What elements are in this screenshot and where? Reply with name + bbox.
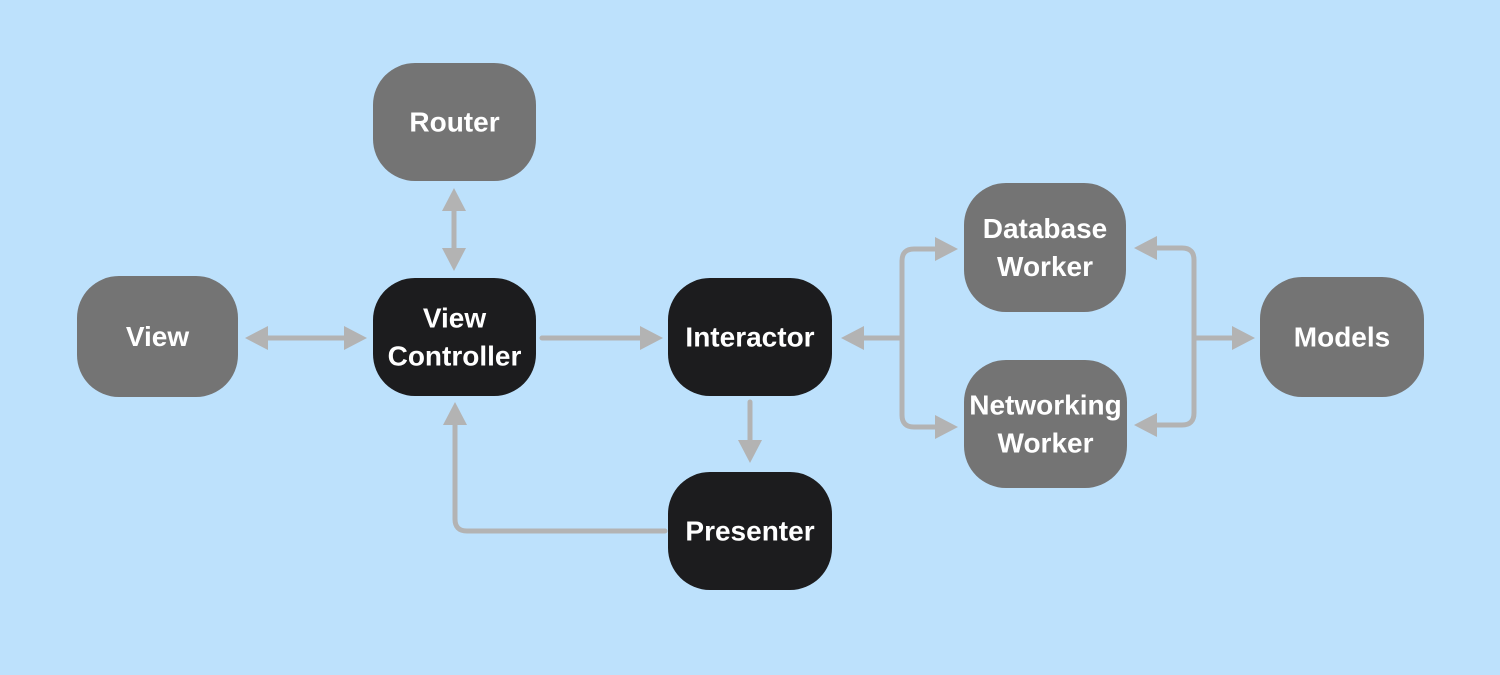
arrowhead-icon (841, 326, 864, 350)
node-label: View (126, 321, 190, 352)
node-view: View (77, 276, 238, 397)
arrowhead-icon (738, 440, 762, 463)
arrowhead-icon (443, 402, 467, 425)
node-shape (1260, 277, 1424, 397)
arrowhead-icon (935, 415, 958, 439)
edge-view-viewcontroller (245, 326, 367, 350)
node-shape (77, 276, 238, 397)
arrowhead-icon (442, 188, 466, 211)
node-shape (373, 63, 536, 181)
edge-line (452, 422, 668, 534)
node-shape (668, 278, 832, 396)
node-label: Models (1294, 322, 1390, 353)
arrowhead-icon (935, 237, 958, 261)
node-router: Router (373, 63, 536, 181)
edge-router-viewcontroller (442, 188, 466, 271)
node-models: Models (1260, 277, 1424, 397)
arrowhead-icon (640, 326, 663, 350)
edge-interactor-workers (841, 237, 958, 439)
arrowhead-icon (245, 326, 268, 350)
node-shape (964, 360, 1127, 488)
arrowhead-icon (442, 248, 466, 271)
node-label: Presenter (685, 516, 814, 547)
node-shape (668, 472, 832, 590)
node-presenter: Presenter (668, 472, 832, 590)
node-label: Interactor (685, 322, 814, 353)
arrowhead-icon (1232, 326, 1255, 350)
node-shape (964, 183, 1126, 312)
edge-workers-models (1134, 236, 1255, 437)
edge-presenter-viewcontroller (443, 402, 668, 534)
arrowhead-icon (1134, 236, 1157, 260)
node-shape (373, 278, 536, 396)
arrowhead-icon (344, 326, 367, 350)
arrowhead-icon (1134, 413, 1157, 437)
node-interactor: Interactor (668, 278, 832, 396)
node-label: Router (409, 107, 499, 138)
edge-interactor-presenter (738, 399, 762, 463)
edge-viewcontroller-interactor (539, 326, 663, 350)
